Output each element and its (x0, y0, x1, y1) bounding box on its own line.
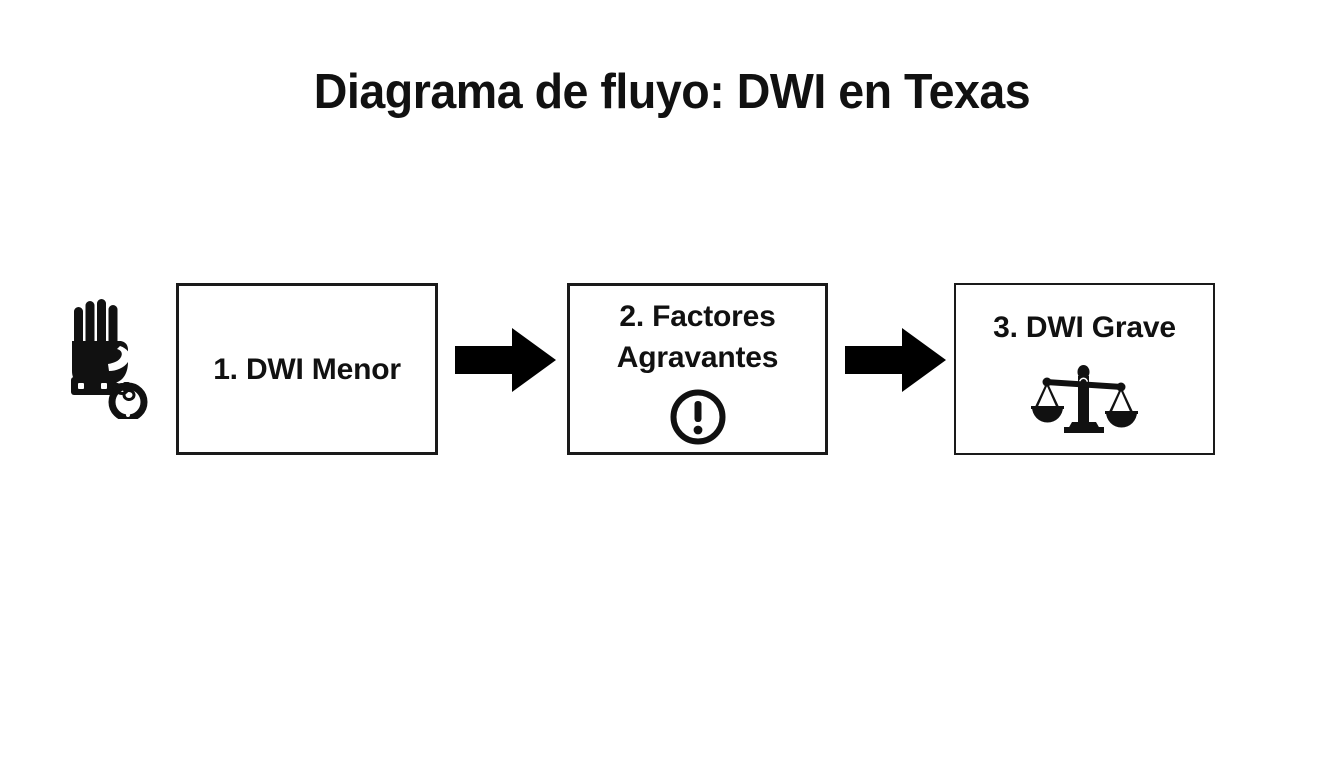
exclamation-circle-icon (669, 388, 727, 446)
flow-diagram: 1. DWI Menor 2. Factores Agravantes (0, 283, 1344, 456)
flow-step-1[interactable]: 1. DWI Menor (176, 283, 438, 455)
right-arrow-icon (845, 328, 946, 392)
flow-step-1-label: 1. DWI Menor (213, 352, 401, 386)
scales-of-justice-icon (1028, 362, 1140, 434)
flow-step-3[interactable]: 3. DWI Grave (954, 283, 1215, 455)
flow-step-3-label: 3. DWI Grave (993, 310, 1176, 344)
flow-step-2[interactable]: 2. Factores Agravantes (567, 283, 828, 455)
page-title: Diagrama de fluyo: DWI en Texas (313, 65, 1031, 119)
handcuffed-hand-icon (57, 297, 153, 419)
right-arrow-icon (455, 328, 556, 392)
flow-step-2-label: 2. Factores Agravantes (616, 300, 779, 374)
